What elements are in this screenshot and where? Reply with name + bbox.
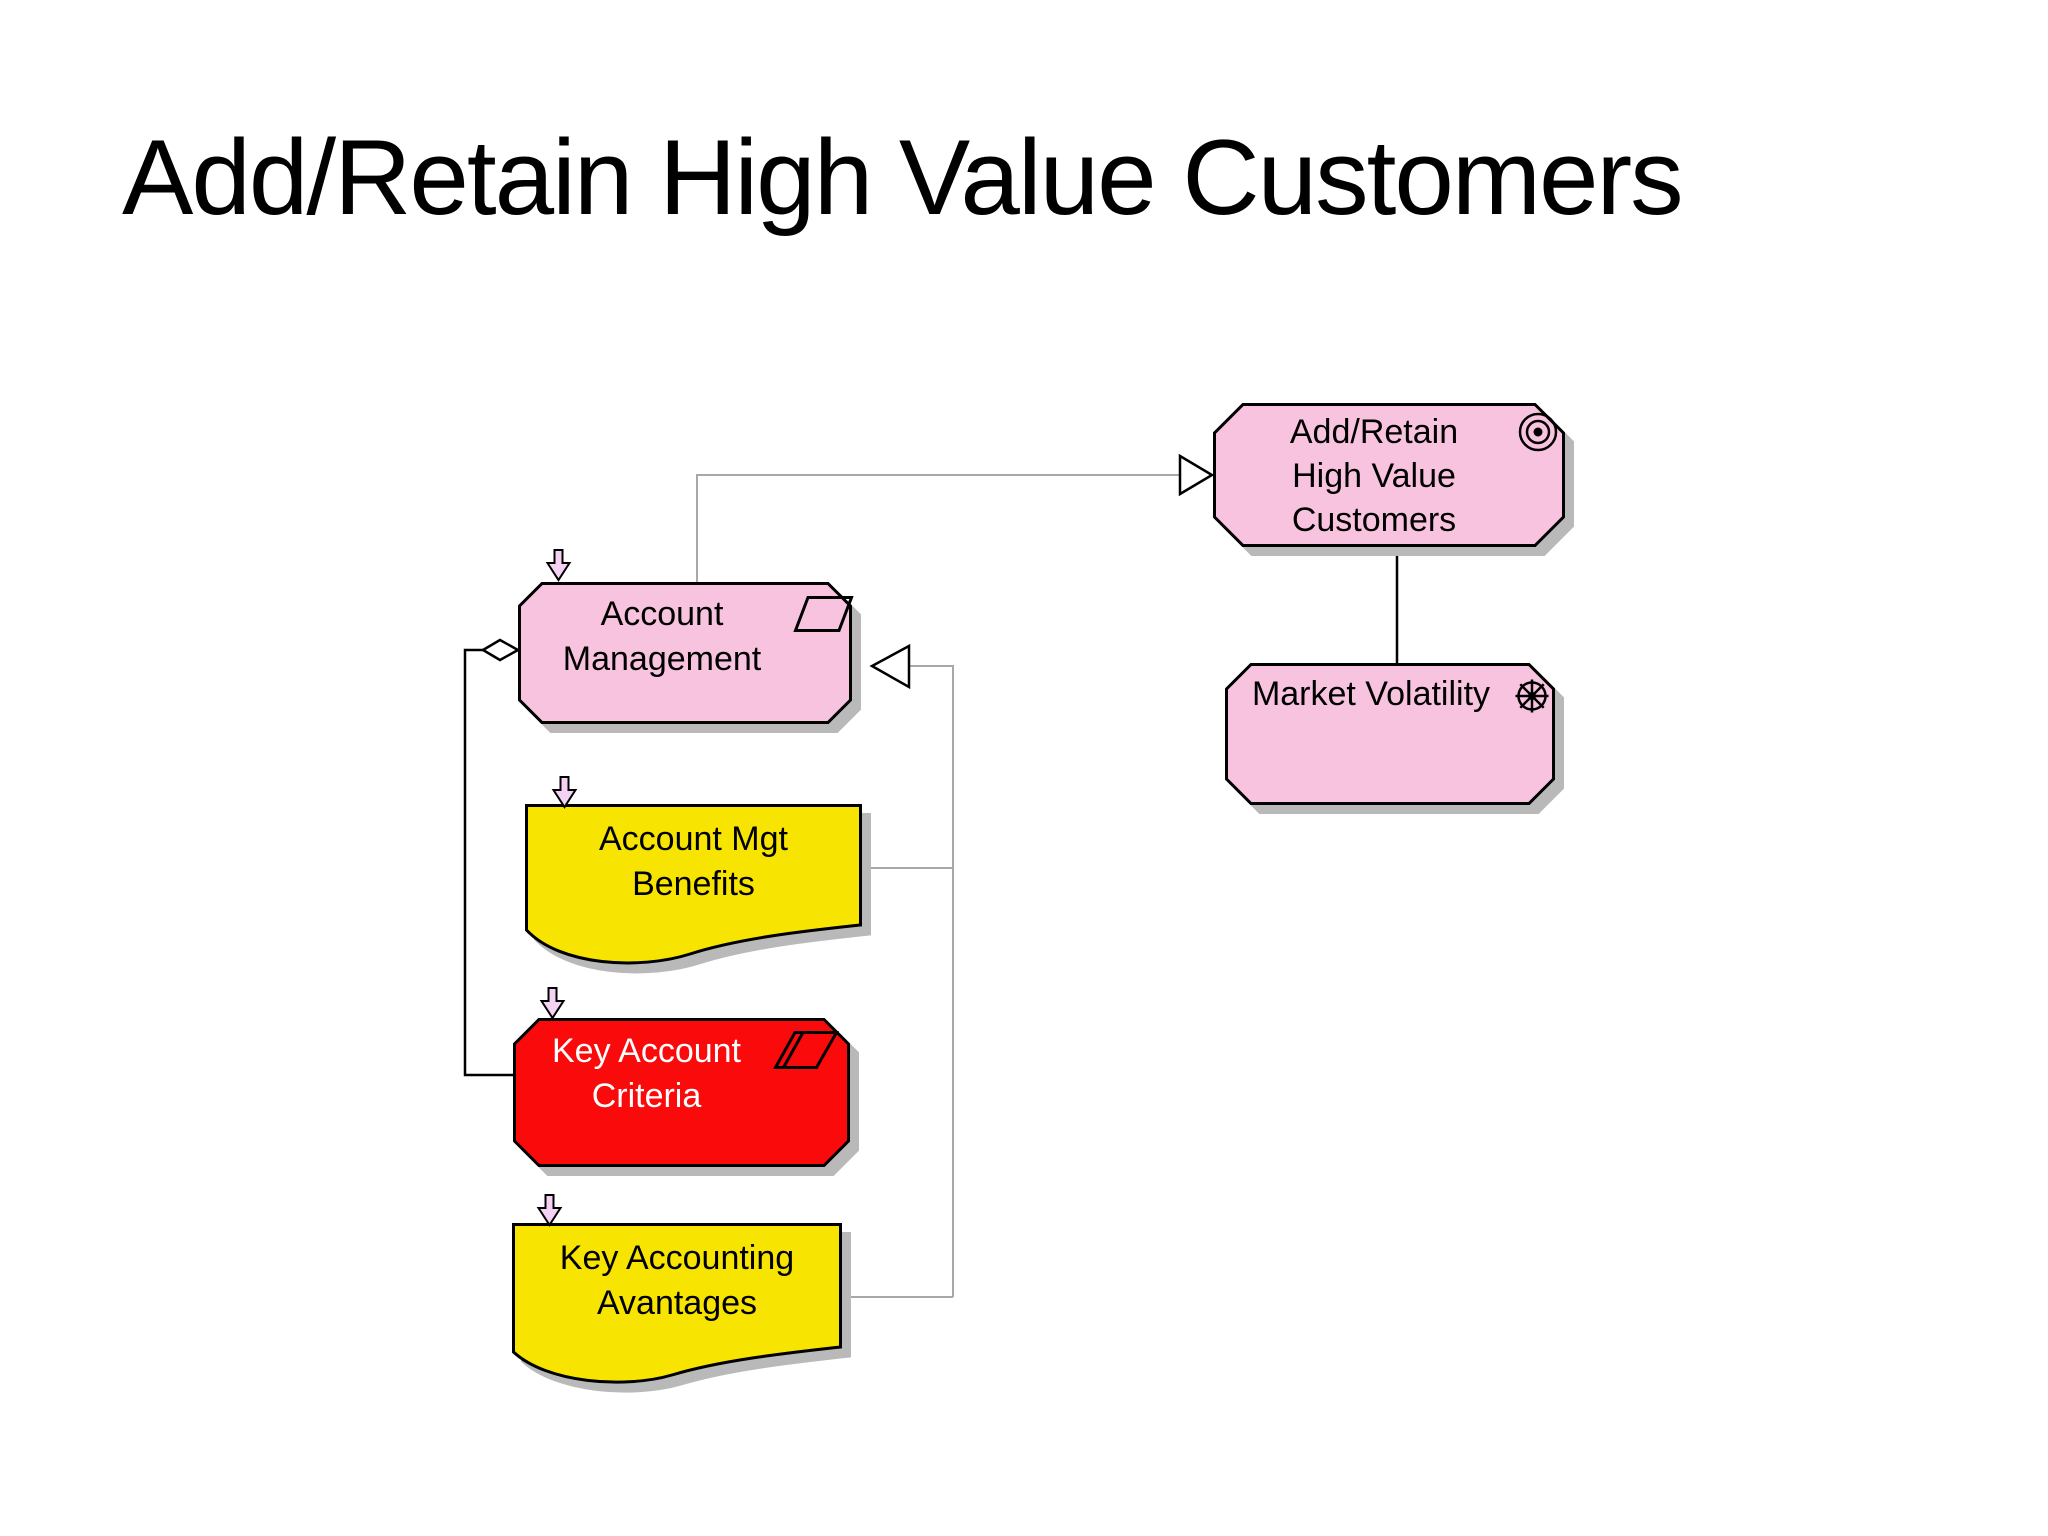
parallelogram-icon <box>793 596 854 632</box>
node-label: Account Management <box>562 595 762 678</box>
realization-arrowhead-goal <box>1178 453 1215 497</box>
wheel-icon <box>1515 679 1549 713</box>
down-arrow-icon <box>545 549 572 582</box>
node-market-volatility: Market Volatility <box>1225 663 1555 805</box>
aggregation-line-accountmgmt-criteria <box>463 648 513 1077</box>
node-account-mgt-benefits: Account Mgt Benefits <box>525 804 862 969</box>
node-label: Account Mgt Benefits <box>599 820 788 903</box>
realization-arrowhead-accountmgmt <box>869 643 911 690</box>
node-label: Add/Retain High Value Customers <box>1289 413 1459 539</box>
node-label: Key Account Criteria <box>551 1032 741 1115</box>
node-goal-add-retain: Add/Retain High Value Customers <box>1213 403 1565 547</box>
down-arrow-icon <box>539 987 566 1020</box>
node-account-management: Account Management <box>518 582 854 724</box>
node-key-account-criteria: Key Account Criteria <box>513 1018 850 1167</box>
goal-icon <box>1518 412 1558 452</box>
page-title: Add/Retain High Value Customers <box>122 117 1684 237</box>
realization-line-accountmgmt-goal <box>696 474 1180 582</box>
node-label: Key Accounting Avantages <box>559 1239 795 1322</box>
realization-line-deliverables <box>842 665 954 1298</box>
representation-icon <box>772 1031 840 1069</box>
down-arrow-icon <box>536 1194 563 1227</box>
node-label: Market Volatility <box>1251 675 1491 713</box>
aggregation-diamond <box>480 638 521 662</box>
node-key-accounting-avantages: Key Accounting Avantages <box>512 1223 842 1385</box>
down-arrow-icon <box>551 776 578 809</box>
